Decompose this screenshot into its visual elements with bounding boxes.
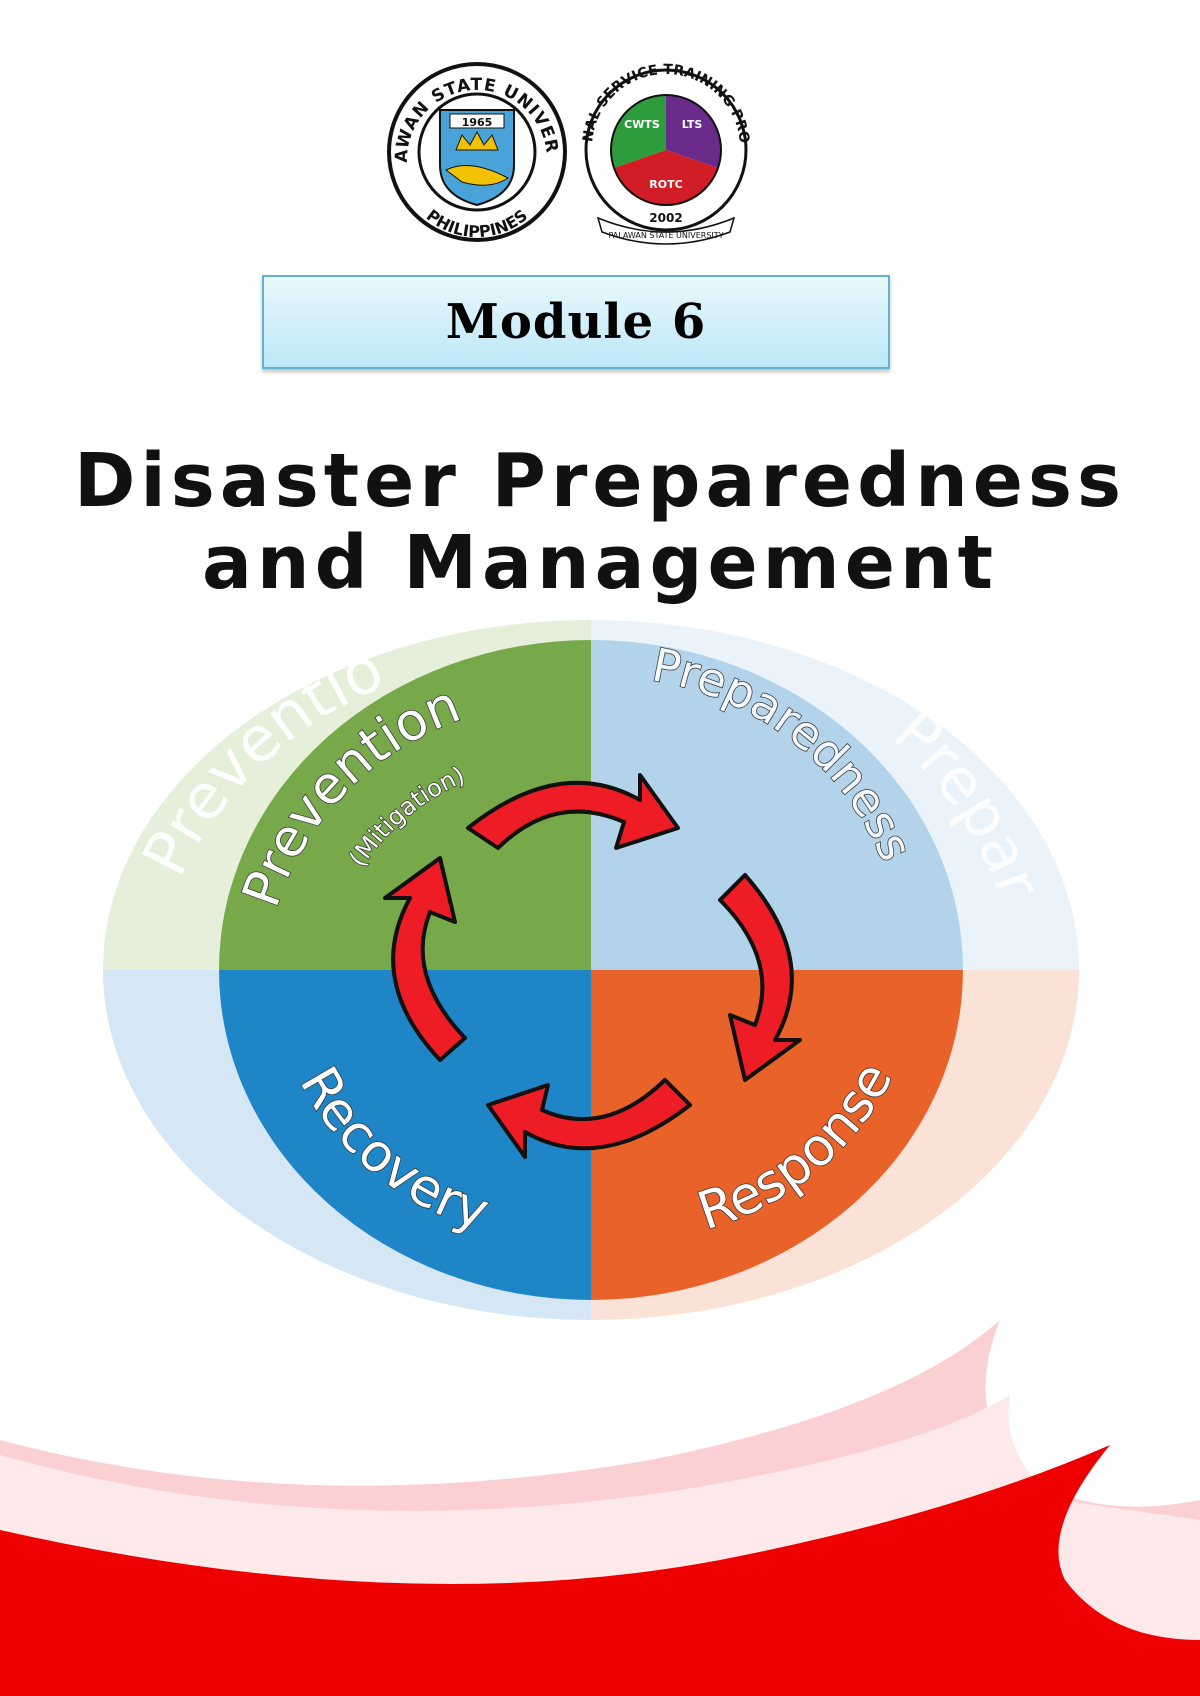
cycle-arrows <box>383 773 802 1159</box>
svg-text:1965: 1965 <box>462 116 493 129</box>
svg-text:CWTS: CWTS <box>624 118 660 131</box>
arrow-recovery-to-prevention <box>383 856 467 1062</box>
svg-text:PALAWAN STATE UNIVERSITY: PALAWAN STATE UNIVERSITY <box>608 231 723 240</box>
title-line-2: and Management <box>201 520 999 606</box>
wave-red-band <box>0 1445 1200 1696</box>
module-label-box: Module 6 <box>262 275 890 369</box>
module-label: Module 6 <box>445 294 707 350</box>
svg-text:LTS: LTS <box>682 118 703 131</box>
svg-text:ROTC: ROTC <box>649 178 682 191</box>
decorative-wave <box>0 1320 1200 1696</box>
disaster-cycle-diagram: Prevention Preparedness Prevention (Miti… <box>0 600 1079 1320</box>
title-line-1: Disaster Preparedness <box>73 438 1127 524</box>
document-title: Disaster Preparedness and Management <box>0 440 1200 604</box>
arrow-preparedness-to-response <box>718 873 802 1082</box>
arrow-response-to-recovery <box>486 1078 692 1159</box>
svg-text:2002: 2002 <box>649 211 682 225</box>
psu-seal-logo: PALAWAN STATE UNIVERSITY PHILIPPINES 196… <box>0 0 567 242</box>
nstp-seal-logo: NATIONAL SERVICE TRAINING PROGRAM CWTS L… <box>0 0 752 245</box>
arrow-prevention-to-preparedness <box>466 773 680 850</box>
logo-row: PALAWAN STATE UNIVERSITY PHILIPPINES 196… <box>0 0 752 245</box>
